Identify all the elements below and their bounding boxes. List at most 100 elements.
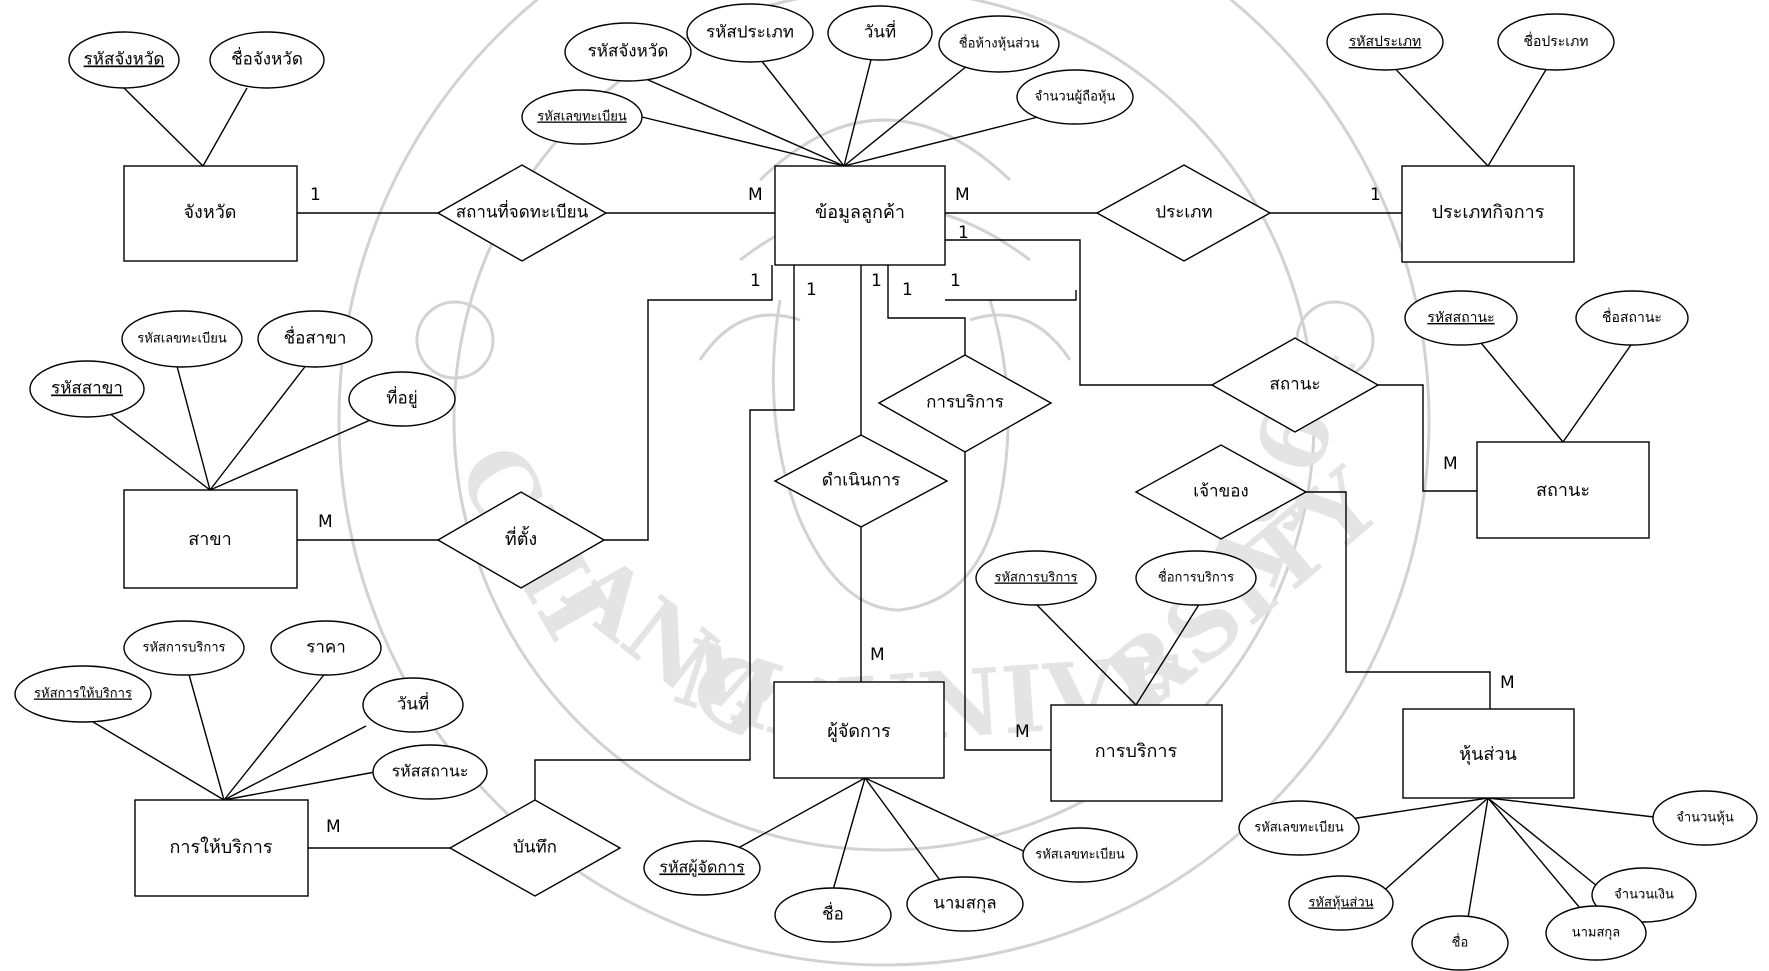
- attribute-manager-last-name: นามสกุล: [907, 877, 1023, 931]
- attribute-customer-shareholder-count-label: จำนวนผู้ถือหุ้น: [1035, 89, 1116, 105]
- attribute-customer-date-label: วันที่: [864, 20, 896, 43]
- attribute-business-type-name-label: ชื่อประเภท: [1523, 32, 1588, 50]
- relationship-record-label: บันทึก: [513, 838, 557, 858]
- cardinality-branch-side: M: [318, 512, 333, 532]
- attribute-manager-id-label: รหัสผู้จัดการ: [659, 858, 745, 878]
- entity-province-label: จังหวัด: [184, 202, 237, 223]
- relationship-status-label: สถานะ: [1270, 375, 1321, 395]
- attribute-provision-date-label: วันที่: [397, 692, 429, 715]
- attribute-customer-type-id-label: รหัสประเภท: [706, 23, 794, 43]
- attribute-shareholder-registration-id: รหัสเลขทะเบียน: [1239, 801, 1359, 855]
- attribute-status-id-label: รหัสสถานะ: [1427, 310, 1494, 326]
- attribute-shareholder-share-count-label: จำนวนหุ้น: [1676, 811, 1734, 826]
- attribute-service-id-label: รหัสการบริการ: [994, 571, 1077, 586]
- entity-shareholder: หุ้นส่วน: [1403, 709, 1574, 798]
- attribute-customer-date: วันที่: [828, 6, 932, 60]
- relationship-type: ประเภท: [1097, 165, 1270, 261]
- entity-customer: ข้อมูลลูกค้า: [775, 166, 945, 265]
- attribute-shareholder-id: รหัสหุ้นส่วน: [1289, 876, 1393, 930]
- cardinality-manager-side: M: [870, 645, 885, 665]
- attribute-service-id: รหัสการบริการ: [976, 551, 1096, 605]
- entity-service-label: การบริการ: [1095, 741, 1178, 762]
- entity-customer-label: ข้อมูลลูกค้า: [815, 202, 905, 223]
- cardinality-status-side: M: [1443, 454, 1458, 474]
- attribute-customer-province-id-label: รหัสจังหวัด: [588, 42, 669, 62]
- relationship-service: การบริการ: [879, 355, 1051, 452]
- relationship-operates: ดำเนินการ: [775, 435, 947, 527]
- relationship-service-label: การบริการ: [926, 393, 1004, 413]
- cardinality-service-side: M: [1015, 722, 1030, 742]
- attribute-shareholder-id-label: รหัสหุ้นส่วน: [1308, 896, 1373, 911]
- entity-business-type-label: ประเภทกิจการ: [1432, 202, 1545, 223]
- entity-shareholder-label: หุ้นส่วน: [1459, 744, 1517, 765]
- relationship-owner-label: เจ้าของ: [1193, 482, 1248, 502]
- attribute-provision-id: รหัสการให้บริการ: [15, 666, 151, 722]
- attribute-provision-date: วันที่: [363, 678, 463, 732]
- cardinality-customer-owner: 1: [950, 271, 961, 291]
- attribute-business-type-id-label: รหัสประเภท: [1349, 34, 1421, 50]
- attribute-branch-id: รหัสสาขา: [30, 361, 144, 417]
- attribute-branch-registration-id-label: รหัสเลขทะเบียน: [137, 331, 227, 347]
- cardinality-customer-registered: M: [748, 185, 763, 205]
- attribute-manager-last-name-label: นามสกุล: [933, 894, 996, 914]
- attribute-service-name-label: ชื่อการบริการ: [1158, 569, 1234, 586]
- cardinality-business-type-side: 1: [1370, 185, 1381, 205]
- attribute-branch-name-label: ชื่อสาขา: [284, 326, 347, 349]
- entity-status: สถานะ: [1477, 442, 1649, 538]
- attribute-customer-partnership-name: ชื่อห้างหุ้นส่วน: [939, 16, 1059, 72]
- entity-branch: สาขา: [124, 490, 297, 588]
- attribute-business-type-id: รหัสประเภท: [1327, 14, 1443, 70]
- attribute-provision-status-id-label: รหัสสถานะ: [392, 762, 469, 781]
- attribute-province-name: ชื่อจังหวัด: [210, 32, 324, 88]
- attribute-status-name-label: ชื่อสถานะ: [1602, 308, 1662, 326]
- entity-province: จังหวัด: [124, 166, 297, 261]
- attribute-customer-type-id: รหัสประเภท: [687, 4, 813, 62]
- attribute-status-name: ชื่อสถานะ: [1576, 291, 1688, 345]
- entity-branch-label: สาขา: [188, 529, 232, 550]
- attribute-branch-id-label: รหัสสาขา: [51, 379, 123, 399]
- entity-manager-label: ผู้จัดการ: [827, 721, 891, 742]
- attribute-provision-price: ราคา: [271, 621, 381, 675]
- cardinality-customer-type: M: [955, 185, 970, 205]
- cardinality-shareholder-side: M: [1500, 673, 1515, 693]
- cardinality-customer-status: 1: [958, 223, 969, 243]
- attribute-provision-id-label: รหัสการให้บริการ: [34, 686, 132, 702]
- attribute-manager-registration-id-label: รหัสเลขทะเบียน: [1035, 847, 1125, 863]
- attribute-branch-address-label: ที่อยู่: [386, 386, 417, 409]
- attribute-provision-service-id: รหัสการบริการ: [124, 621, 244, 675]
- entity-manager: ผู้จัดการ: [774, 682, 944, 778]
- attribute-manager-id: รหัสผู้จัดการ: [644, 841, 760, 895]
- attribute-customer-registration-id: รหัสเลขทะเบียน: [522, 90, 642, 144]
- attribute-shareholder-last-name: นามสกุล: [1546, 906, 1646, 960]
- attribute-status-id: รหัสสถานะ: [1405, 291, 1517, 345]
- attribute-provision-service-id-label: รหัสการบริการ: [142, 641, 225, 656]
- attribute-manager-first-name: ชื่อ: [775, 888, 891, 942]
- attribute-shareholder-last-name-label: นามสกุล: [1572, 926, 1621, 941]
- cardinality-customer-service: 1: [902, 280, 913, 300]
- relationship-type-label: ประเภท: [1155, 203, 1212, 223]
- entity-service-provision-label: การให้บริการ: [169, 836, 272, 858]
- cardinality-province-side: 1: [310, 185, 321, 205]
- attribute-manager-first-name-label: ชื่อ: [822, 902, 844, 925]
- relationship-located-at-label: ที่ตั้ง: [505, 526, 537, 550]
- attribute-customer-partnership-name-label: ชื่อห้างหุ้นส่วน: [959, 35, 1040, 52]
- attribute-shareholder-first-name-label: ชื่อ: [1452, 934, 1469, 951]
- cardinality-customer-operates: 1: [871, 271, 882, 291]
- attribute-branch-registration-id: รหัสเลขทะเบียน: [122, 311, 242, 367]
- attribute-shareholder-amount-label: จำนวนเงิน: [1614, 888, 1674, 903]
- attribute-provision-status-id: รหัสสถานะ: [373, 745, 487, 799]
- relationship-operates-label: ดำเนินการ: [822, 471, 901, 491]
- attribute-customer-shareholder-count: จำนวนผู้ถือหุ้น: [1017, 70, 1133, 124]
- attribute-service-name: ชื่อการบริการ: [1136, 551, 1256, 605]
- cardinality-service-provision-side: M: [326, 817, 341, 837]
- relationship-registered-location: สถานที่จดทะเบียน: [438, 165, 606, 261]
- attribute-branch-address: ที่อยู่: [349, 372, 455, 426]
- entity-service-provision: การให้บริการ: [135, 800, 308, 896]
- entity-status-label: สถานะ: [1536, 480, 1590, 501]
- cardinality-customer-located: 1: [750, 271, 761, 291]
- attribute-customer-registration-id-label: รหัสเลขทะเบียน: [537, 109, 627, 125]
- attribute-manager-registration-id: รหัสเลขทะเบียน: [1023, 828, 1137, 882]
- entity-service: การบริการ: [1051, 705, 1222, 801]
- cardinality-customer-record: 1: [806, 280, 817, 300]
